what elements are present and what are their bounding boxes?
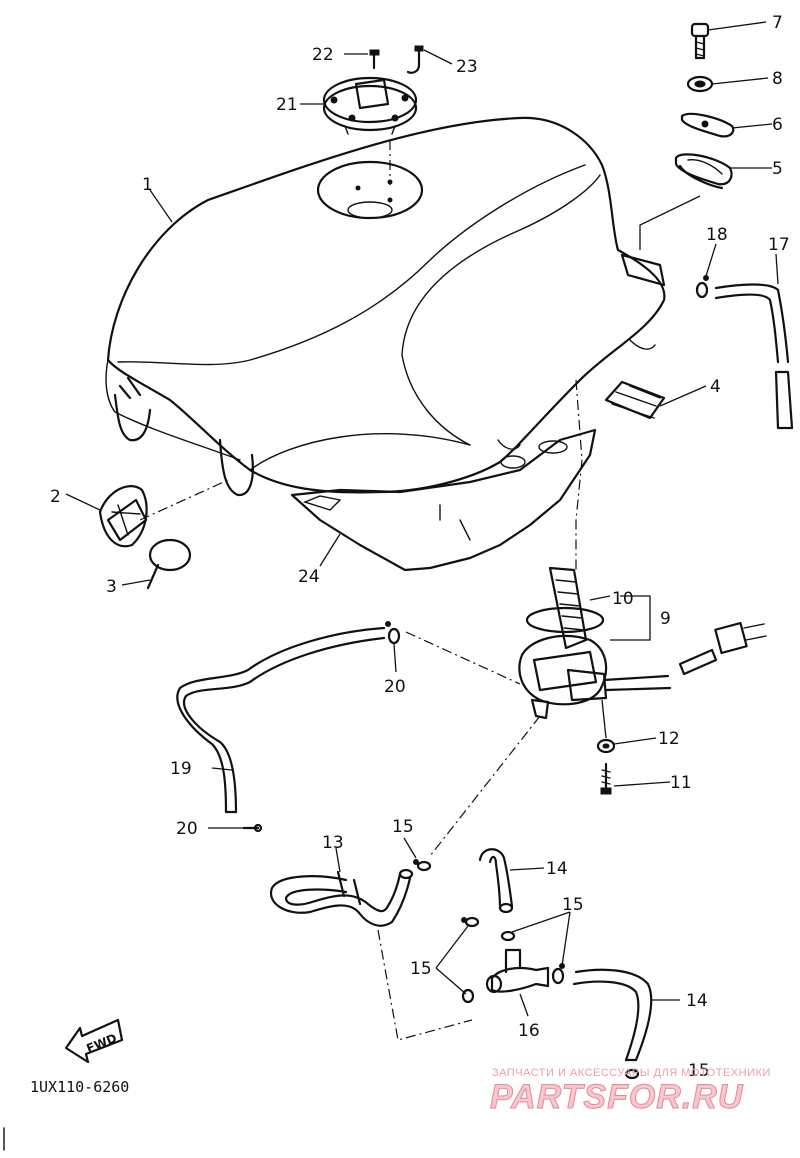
callout-14-lower: 14 <box>686 991 708 1011</box>
clip-20-upper <box>385 621 401 645</box>
callout-20-upper: 20 <box>384 677 406 697</box>
callout-16: 16 <box>518 1021 540 1041</box>
heat-shield-plate <box>290 428 597 572</box>
fuel-cap <box>322 76 418 135</box>
clip-15-set <box>413 859 640 1080</box>
washer-12 <box>596 738 616 754</box>
watermark-tagline: ЗАПЧАСТИ И АКСЕССУАРЫ ДЛЯ МОТОТЕХНИКИ <box>492 1067 771 1079</box>
joint-16 <box>485 948 550 994</box>
watermark-logo: PARTSFOR.RU <box>490 1078 744 1116</box>
callout-15-left: 15 <box>410 959 432 979</box>
callout-3: 3 <box>106 577 117 597</box>
clip-20-lower <box>242 823 263 833</box>
callout-15-top: 15 <box>392 817 414 837</box>
callout-6: 6 <box>772 115 783 135</box>
bolt-7 <box>690 22 710 60</box>
collar-8 <box>686 75 714 93</box>
callout-13: 13 <box>322 833 344 853</box>
callout-17: 17 <box>768 235 790 255</box>
callout-11: 11 <box>670 773 692 793</box>
callout-labels: 1 2 3 4 5 6 7 8 9 10 11 12 13 14 14 15 1… <box>50 13 790 1081</box>
cap-screw-23 <box>406 45 424 74</box>
callout-20-lower: 20 <box>176 819 198 839</box>
callout-10: 10 <box>612 589 634 609</box>
callout-19: 19 <box>170 759 192 779</box>
cap-bolt-22 <box>369 49 380 70</box>
clamp-3 <box>146 538 192 590</box>
callout-15-bottom: 15 <box>688 1061 710 1081</box>
plug-2 <box>98 485 148 548</box>
callout-9: 9 <box>660 609 671 629</box>
callout-14-upper: 14 <box>546 859 568 879</box>
hose-19 <box>176 626 386 814</box>
callout-1: 1 <box>142 175 153 195</box>
watermark: ЗАПЧАСТИ И АКСЕССУАРЫ ДЛЯ МОТОТЕХНИКИ PA… <box>490 1067 771 1117</box>
callout-22: 22 <box>312 45 334 65</box>
callout-21: 21 <box>276 95 298 115</box>
callout-4: 4 <box>710 377 721 397</box>
callout-12: 12 <box>658 729 680 749</box>
hose-13 <box>269 868 414 927</box>
hose-17 <box>714 283 794 430</box>
diagram-code: 1UX110-6260 <box>30 1078 129 1096</box>
callout-24: 24 <box>298 567 320 587</box>
callout-18: 18 <box>706 225 728 245</box>
fuel-cock-assembly <box>518 566 767 720</box>
fwd-label: FWD <box>84 1031 118 1056</box>
hose-14-upper <box>478 848 514 914</box>
damper-plate-6 <box>680 112 735 138</box>
callout-5: 5 <box>772 159 783 179</box>
callout-2: 2 <box>50 487 61 507</box>
fwd-arrow: FWD <box>64 1018 124 1064</box>
callout-15-right: 15 <box>562 895 584 915</box>
callout-7: 7 <box>772 13 783 33</box>
callout-8: 8 <box>772 69 783 89</box>
fuel-tank <box>105 116 666 497</box>
hose-14-lower <box>572 968 653 1062</box>
clip-18 <box>695 275 709 299</box>
damper-5 <box>674 153 733 190</box>
leader-lines <box>65 21 779 1017</box>
screw-11 <box>600 762 612 795</box>
damper-4 <box>604 380 666 420</box>
callout-23: 23 <box>456 57 478 77</box>
